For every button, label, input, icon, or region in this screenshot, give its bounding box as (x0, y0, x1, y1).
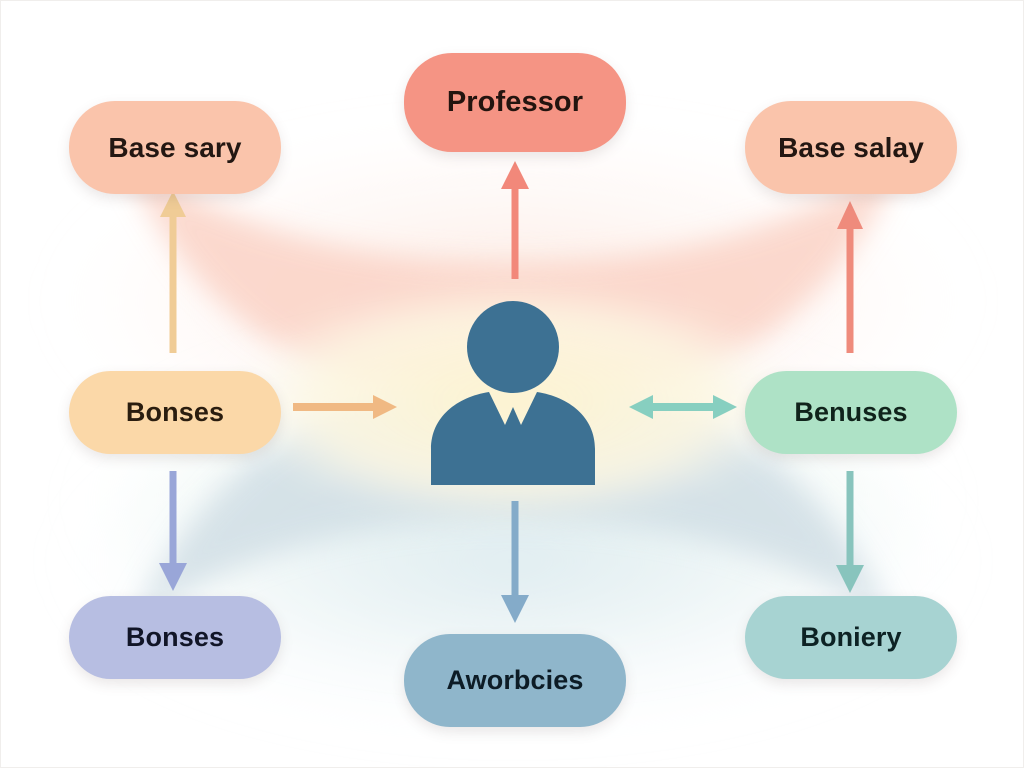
arrow-center-up (501, 161, 529, 279)
arrow-middle-left-right (293, 395, 397, 419)
node-middle-right[interactable]: Benuses (745, 371, 957, 454)
arrow-middle-right-both (629, 395, 737, 419)
person-silhouette-icon (431, 301, 595, 485)
node-top-left[interactable]: Base sary (69, 101, 281, 194)
node-bottom-left[interactable]: Bonses (69, 596, 281, 679)
arrow-right-up (837, 201, 863, 353)
arrow-center-down (501, 501, 529, 623)
arrow-right-down (836, 471, 864, 593)
node-top-center[interactable]: Professor (404, 53, 626, 152)
arrow-left-up (160, 191, 186, 353)
node-top-right[interactable]: Base salay (745, 101, 957, 194)
arrow-left-down (159, 471, 187, 591)
node-bottom-right[interactable]: Boniery (745, 596, 957, 679)
bg-shape-center-glow (228, 281, 798, 521)
node-bottom-center[interactable]: Aworbcies (404, 634, 626, 727)
node-middle-left[interactable]: Bonses (69, 371, 281, 454)
